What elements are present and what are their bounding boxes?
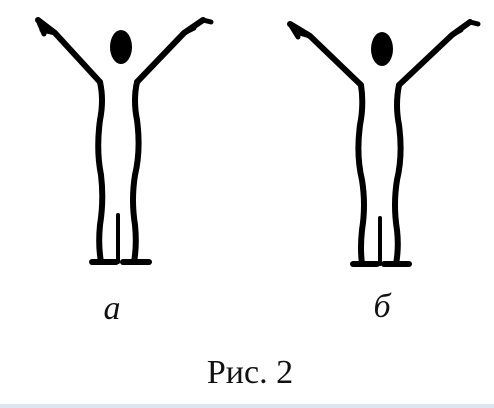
panel-label-a: а [103,290,121,327]
figure-a-left-hand [35,17,58,37]
figure-b [287,19,481,267]
figure-b-right-hand [449,19,481,38]
figure-b-left-hand [287,21,313,40]
figure-a-head [110,30,132,64]
figure-b-body-left [355,82,367,267]
figure-a-body-right [130,79,142,265]
bottom-border [0,404,494,408]
panel-label-b: б [373,288,391,325]
figure-b-head [371,32,393,66]
figure-a-body-left [95,79,106,265]
figure-caption: Рис. 2 [206,354,294,391]
figure-b-body-right [392,82,404,267]
figure-a [35,17,214,265]
figure-a-right-hand [181,17,214,36]
